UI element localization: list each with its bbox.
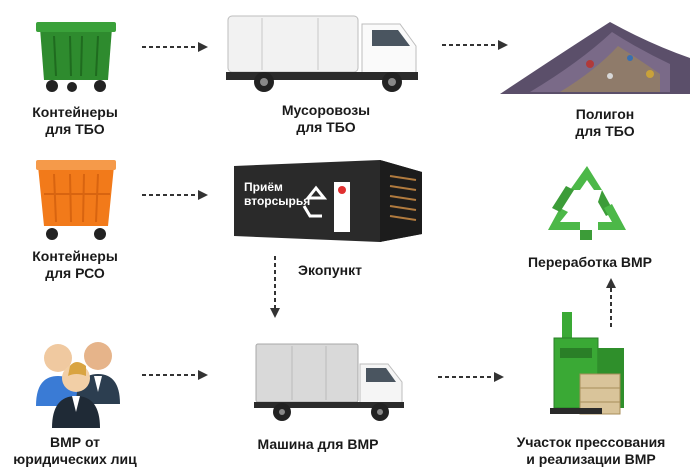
arrow-ecopoint-to-vmr-truck (270, 256, 280, 318)
arrow-vmr-truck-to-pressing (438, 372, 504, 382)
arrow-legal-to-vmr-truck (142, 370, 208, 380)
legal-entities-image (14, 332, 134, 428)
vmr-truck-image (252, 340, 408, 424)
ecopoint-label: Экопункт (298, 262, 362, 278)
rso-container-image (30, 156, 122, 244)
arrow-tbo-to-trucks (142, 42, 208, 52)
recycle-icon (540, 160, 634, 248)
landfill-image (500, 14, 690, 96)
baler-image (540, 308, 634, 424)
arrow-pressing-to-recycling (606, 278, 616, 328)
recycling-label: Переработка ВМР (527, 254, 653, 270)
tbo-container-image (30, 14, 122, 98)
arrow-trucks-to-landfill (442, 40, 508, 50)
garbage-truck-image (222, 10, 430, 94)
vmr-truck-label: Машина для ВМР (257, 436, 379, 452)
arrow-rso-to-ecopoint (142, 190, 208, 200)
